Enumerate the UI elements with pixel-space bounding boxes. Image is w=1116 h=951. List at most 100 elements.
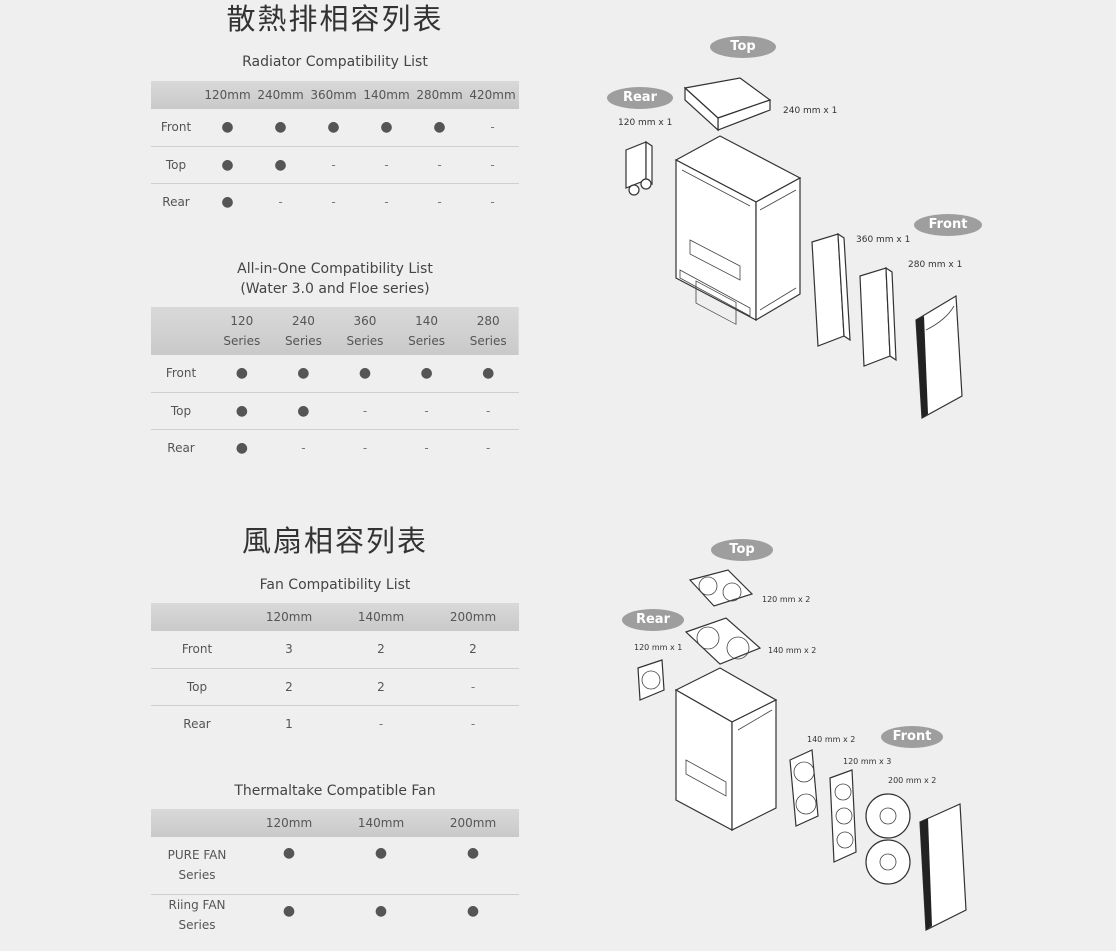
rear-fan-shape (637, 659, 665, 701)
table-cell: ● (201, 146, 254, 184)
aio-title-line1: All-in-One Compatibility List (237, 261, 433, 277)
table-cell: 3 (243, 631, 335, 669)
radiator-header-row: 120mm 240mm 360mm 140mm 280mm 420mm (151, 81, 519, 109)
row-label: Top (151, 146, 201, 184)
table-cell: ● (374, 902, 388, 919)
radiator-title-zh: 散熱排相容列表 (226, 2, 444, 36)
row-label-line1: PURE FAN (167, 848, 227, 863)
tt-fan-title: Thermaltake Compatible Fan (234, 783, 436, 799)
table-cell: - (384, 194, 389, 209)
col-header: 120mm (204, 88, 251, 102)
radiator-label-front2: 280 mm x 1 (908, 260, 963, 270)
fan-badge-front: Front (881, 726, 943, 748)
table-cell: ● (254, 146, 307, 184)
table-cell: ● (360, 109, 413, 147)
table-cell: ● (335, 837, 427, 895)
radiator-diagram-illustration (625, 77, 963, 419)
radiator-badge-rear: Rear (607, 87, 673, 109)
col-header-bottom: Series (408, 334, 446, 348)
table-cell: ● (334, 355, 396, 393)
table-cell: ● (201, 109, 254, 147)
fan-table: 120mm 140mm 200mm Front 3 2 2 Top 2 2 - … (151, 603, 519, 742)
pc-case-shape (674, 135, 802, 325)
table-cell: - (301, 440, 306, 455)
table-row: Rear ● - - - - (151, 429, 519, 466)
col-header-bottom: Series (346, 334, 384, 348)
table-cell: - (307, 146, 360, 184)
front-radiator-360-shape (811, 232, 851, 347)
table-cell: ● (466, 902, 480, 919)
row-label: Front (151, 631, 243, 669)
table-cell: ● (243, 837, 335, 895)
table-cell: - (466, 146, 519, 184)
table-cell: 2 (243, 668, 335, 706)
row-label: Top (151, 668, 243, 706)
front-fan-200-shape (865, 793, 911, 885)
table-cell: 2 (335, 668, 427, 706)
pc-case-shape (674, 667, 778, 832)
radiator-diagram (600, 30, 1000, 430)
fan-label-front2: 120 mm x 3 (843, 757, 892, 766)
row-label: Top (151, 392, 211, 430)
table-cell: ● (272, 355, 335, 393)
table-cell: - (334, 392, 396, 430)
table-cell: - (362, 440, 368, 455)
table-cell: - (486, 440, 491, 455)
table-cell: 2 (335, 631, 427, 669)
table-cell: ● (427, 837, 519, 895)
rear-radiator-shape (625, 140, 653, 196)
table-cell: - (490, 194, 495, 209)
table-cell: ● (272, 392, 335, 430)
table-row: Top 2 2 - (151, 668, 519, 706)
header-corner (151, 809, 243, 837)
table-cell: - (457, 392, 519, 430)
table-cell: ● (211, 355, 273, 393)
table-cell: - (360, 146, 413, 184)
radiator-badge-front: Front (914, 214, 982, 236)
radiator-title-en: Radiator Compatibility List (242, 54, 428, 70)
table-cell: - (424, 440, 429, 455)
front-fan-140-shape (789, 749, 819, 827)
row-label: Rear (183, 716, 211, 731)
col-header: 120mm (265, 610, 313, 624)
top-radiator-shape (683, 77, 772, 132)
top-fan-120-shape (688, 569, 754, 607)
col-header: 200mm (449, 610, 497, 624)
table-cell: ● (254, 109, 307, 147)
table-cell: ● (307, 109, 360, 147)
table-row: Top ● ● - - - (151, 392, 519, 430)
table-cell: - (470, 716, 476, 731)
table-cell: ● (235, 439, 248, 456)
table-row: Rear 1 - - (151, 705, 519, 742)
header-corner (151, 603, 243, 631)
top-fan-140-shape (684, 617, 762, 665)
header-corner (151, 81, 201, 109)
table-cell: 2 (427, 631, 519, 669)
col-header: 120mm (265, 816, 313, 830)
table-row: Rear ● - - - - - (151, 183, 519, 220)
col-header-top: 360 (353, 314, 377, 328)
row-label-line1: Riing FAN (168, 897, 226, 912)
table-cell: - (331, 194, 336, 209)
table-cell: - (395, 392, 458, 430)
col-header: 280mm (416, 88, 463, 102)
tt-fan-header-row: 120mm 140mm 200mm (151, 809, 519, 837)
col-header-bottom: Series (223, 334, 261, 348)
table-cell: - (413, 146, 466, 184)
col-header-top: 240 (291, 314, 315, 328)
radiator-table: 120mm 240mm 360mm 140mm 280mm 420mm Fron… (151, 81, 519, 220)
fan-diagram-illustration (637, 569, 967, 931)
fan-title-en: Fan Compatibility List (259, 577, 411, 593)
front-panel-shape (915, 294, 963, 419)
table-cell: ● (282, 902, 296, 919)
radiator-label-top: 240 mm x 1 (783, 106, 838, 116)
row-label-line2: Series (178, 917, 216, 932)
row-label: Rear (162, 194, 190, 209)
fan-label-front1: 140 mm x 2 (807, 735, 856, 744)
table-row: Top ● ● - - - - (151, 146, 519, 184)
col-header: 140mm (357, 816, 405, 830)
front-radiator-280-shape (859, 266, 897, 367)
col-header: 140mm (357, 610, 405, 624)
